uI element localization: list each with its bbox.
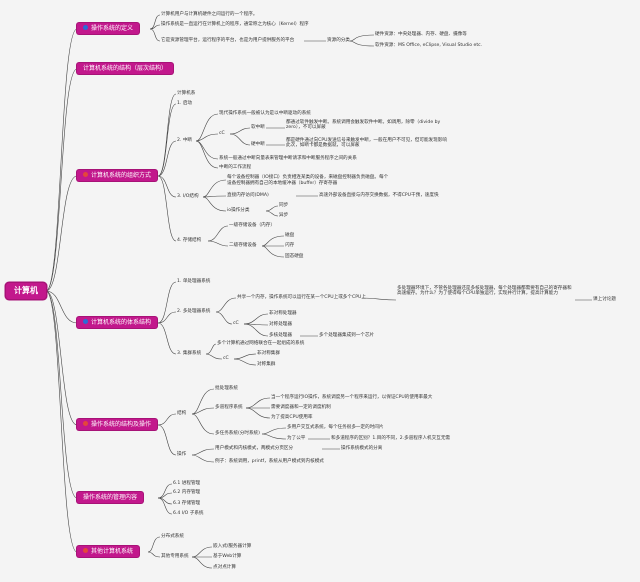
def-line-2: 操作系统是一直运行在计算机上的程序，通常称之为核心（Kernel）程序: [161, 22, 309, 27]
org-storage: 4. 存储结构: [177, 238, 202, 243]
interrupt-note-1: 系统一般通过中断向量表来管理中断请求和中断服务程序之间的关系: [219, 156, 357, 161]
batch-system: 批处理系统: [215, 386, 238, 391]
bullet-icon: [83, 25, 88, 30]
multiprog-desc-1: 当一个程序运行IO操作，系统调度另一个程序来运行，以保证CPU的使用率最大: [271, 395, 433, 400]
branch-os-definition[interactable]: 操作系统的定义: [77, 23, 140, 34]
multiprog-desc-2: 需要调度器和一定的调度机制: [271, 405, 331, 410]
io-desc-2: 设备控制器拥有自己的本地缓冲器（buffer）存寄存器: [227, 181, 338, 186]
branch-structure-operation[interactable]: 操作系统的结构及操作: [77, 419, 158, 430]
hard-interrupt: 硬中断: [251, 142, 265, 147]
os-structure: 结构: [177, 411, 187, 416]
operation-mode-separation: 操作系统模式的分离: [341, 446, 383, 451]
timeshare-system: 多任务系统(分时系统): [215, 431, 260, 436]
arch-smp-desc: 多处理器环境下，不管各处理器还是多核处理器，每个处理器都需要有自己的寄存器和高速…: [397, 286, 572, 297]
interrupt-class: cC: [219, 131, 225, 136]
root-node[interactable]: 计算机: [6, 283, 46, 299]
os-operation: 操作: [177, 452, 187, 457]
storage-ssd: 固态硬盘: [285, 254, 304, 259]
mgmt-storage: 6.3 存储管理: [173, 501, 201, 506]
multiprogram-system: 多道程序系统: [215, 405, 243, 410]
interrupt-desc: 现代操作系统一般被认为是以中断驱动的系统: [219, 111, 311, 116]
storage-flash: 闪存: [285, 243, 295, 248]
timeshare-desc-1: 多用户交互式系统，每个任务很多一定的时间片: [287, 425, 384, 430]
storage-secondary: 二级存储设备: [229, 243, 257, 248]
arch-single: 1. 单处理器系统: [177, 279, 211, 284]
io-dma-desc: 高速外部设备直接与内存交换数据，不得CPU干预，速度快: [319, 193, 439, 198]
special-p2p: 点对点计算: [213, 565, 236, 570]
special-systems: 其他专用系统: [161, 554, 189, 559]
branch-system-structure[interactable]: 计算机系统的结构（层次结构）: [77, 63, 174, 74]
arch-class: cC: [233, 321, 239, 326]
special-embedded: 嵌入式/服务器计算: [213, 544, 252, 549]
hard-interrupt-desc: 都是硬件通过向CPU发送信号来触发中断，一般在用户不可见，但可能发现影响此次，如…: [286, 138, 447, 149]
timeshare-fairness: 为了公平: [287, 436, 306, 441]
arch-multi: 2. 多处理器系统: [177, 309, 211, 314]
storage-primary: 一级存储设备（内存）: [229, 223, 275, 228]
discussion-topic: 课上讨论题: [593, 297, 616, 302]
io-classification: io操作分类: [227, 208, 250, 213]
soft-interrupt: 软中断: [251, 125, 265, 130]
storage-disk: 磁盘: [285, 233, 295, 238]
bullet-icon: [83, 548, 88, 553]
branch-other-systems[interactable]: 其他计算机系统: [77, 546, 140, 557]
arch-multicore: 多核处理器: [269, 333, 292, 338]
org-boot: 1. 启动: [177, 101, 193, 106]
operation-example: 例子：系统调用，printf，系统从用户模式到内核模式: [215, 459, 324, 464]
def-line-1: 计算机用户与计算机硬件之间运行的一个程序。: [161, 12, 258, 17]
org-intro: 计算机系: [177, 91, 196, 96]
arch-cluster-desc: 多个计算机通过网络联合在一起组成的系统: [217, 341, 305, 346]
resource-types: 资源的分类: [327, 38, 350, 43]
org-io: 3. I/O结构: [177, 194, 199, 199]
branch-organization[interactable]: 计算机系统的组织方式: [77, 170, 158, 181]
org-interrupt: 2. 中断: [177, 138, 193, 143]
io-sync: 同步: [279, 203, 289, 208]
bullet-icon: [83, 421, 88, 426]
timeshare-desc-2: 和多道程序的区别？1.目的不同，2.多道程序人机交互无需: [331, 436, 451, 441]
distributed-system: 分布式系统: [161, 534, 184, 539]
arch-sym: 对称处理器: [269, 322, 292, 327]
arch-cluster: 3. 集群系统: [177, 351, 202, 356]
interrupt-note-2: 中断的工作流程: [219, 165, 252, 170]
io-dma: 直接内存访问(DMA): [227, 193, 269, 198]
mgmt-io: 6.4 I/O 子系统: [173, 511, 204, 516]
def-line-3: 它是资源管理平台，运行程序的平台，也是为用户提供服务的平台: [161, 38, 295, 43]
cluster-sym: 对称集群: [257, 362, 276, 367]
special-web: 基于Web计算: [213, 554, 242, 559]
operation-modes: 用户模式和内核模式，两模式分页区分: [215, 446, 294, 451]
branch-management[interactable]: 操作系统的管理内容: [77, 492, 144, 503]
arch-multicore-desc: 多个处理器集成到一个芯片: [319, 333, 375, 338]
io-async: 异步: [279, 213, 289, 218]
bullet-icon: [83, 172, 88, 177]
arch-asym: 非对称处理器: [269, 311, 297, 316]
arch-multi-desc: 共享一个内存，操作系统可以运行在某一个CPU上或多个CPU上: [237, 295, 366, 300]
cluster-class: cC: [223, 356, 229, 361]
io-desc-1: 每个设备控制器（IO接口）负责相连某类的设备，来磁盘控制器负责磁盘。每个: [227, 175, 389, 180]
soft-interrupt-desc: 都通过软件触发中断。系统调用会触发软件中断。如调用，除零（divide by z…: [286, 120, 441, 131]
multiprog-desc-3: 为了提高CPU使用率: [271, 415, 313, 420]
cluster-asym: 非对称集群: [257, 351, 280, 356]
mgmt-memory: 6.2 内存管理: [173, 490, 201, 495]
hardware-resources: 硬件资源：中央处理器、内存、硬盘、摄像等: [375, 32, 467, 37]
mgmt-process: 6.1 进程管理: [173, 481, 201, 486]
branch-architecture[interactable]: 计算机系统的体系结构: [77, 317, 158, 328]
bullet-icon: [83, 319, 88, 324]
software-resources: 软件资源：MS Office, eClipse, Visual Studio e…: [375, 43, 483, 48]
